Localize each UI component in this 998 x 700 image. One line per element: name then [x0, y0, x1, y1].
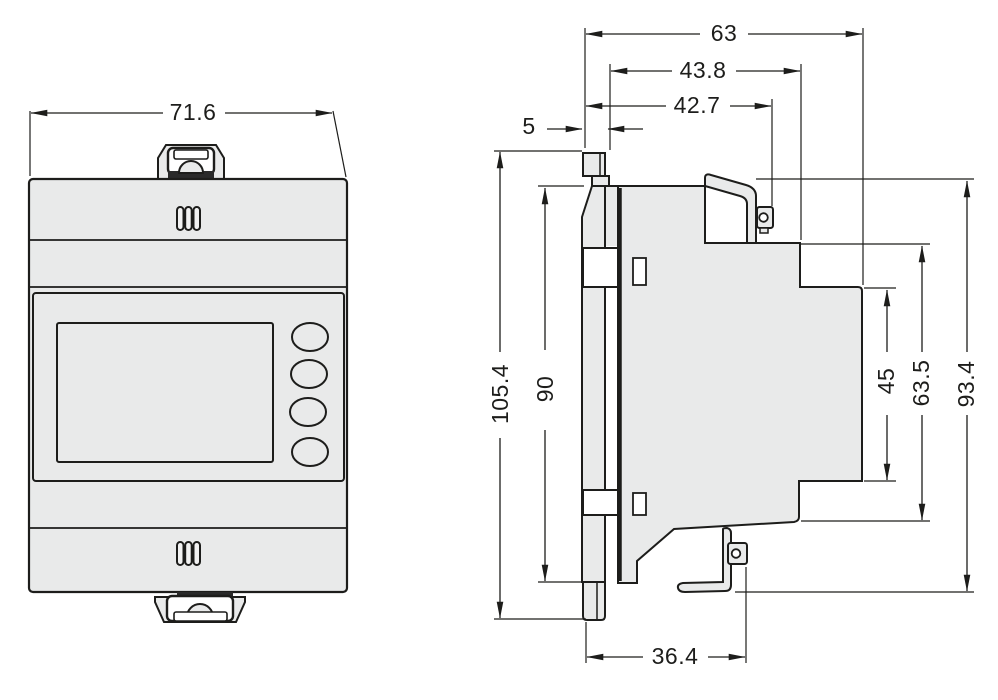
- dim-label-base-depth: 36.4: [651, 643, 699, 669]
- flange-notch-lower: [582, 489, 621, 516]
- round-button: [291, 322, 329, 352]
- vent-slot-top: [632, 257, 647, 286]
- din-clip-icon-bottom: [154, 592, 246, 623]
- din-clip-icon-top: [157, 144, 225, 180]
- round-button: [290, 359, 328, 389]
- seal-slot-icon-top: [176, 206, 201, 231]
- front-view: [27, 144, 349, 623]
- dim-label-overall-height: 93.4: [953, 360, 979, 408]
- vent-slot-bottom: [632, 492, 647, 516]
- dim-label-overall-depth: 63: [710, 20, 738, 46]
- display-screen: [56, 322, 274, 463]
- dim-label-depth-front: 42.7: [673, 92, 721, 118]
- dim-label-depth-rear: 43.8: [679, 57, 727, 83]
- dim-flange-height-lines: [494, 150, 586, 620]
- seal-screw-icon-bottom: [727, 542, 748, 565]
- terminal-cover-hook-top: [704, 173, 757, 244]
- dim-overall-depth-lines: [584, 28, 864, 285]
- terminal-cover-hook-bottom: [676, 526, 732, 594]
- dim-label-mid-section-height: 63.5: [908, 359, 934, 407]
- side-view: [581, 152, 863, 621]
- din-tab-top: [582, 152, 606, 177]
- dimension-lines: [29, 28, 974, 663]
- dim-overall-height-lines: [735, 178, 974, 593]
- flange-notch-upper: [582, 247, 621, 288]
- dim-depth-rear-lines: [609, 64, 802, 240]
- dim-mid-section-height-lines: [801, 243, 930, 522]
- dim-label-front-width: 71.6: [169, 99, 217, 125]
- dim-label-body-height: 90: [532, 375, 558, 403]
- dim-label-flange-thickness: 5: [522, 113, 536, 139]
- dim-depth-front-lines: [585, 99, 773, 206]
- rear-flange: [581, 152, 621, 621]
- dim-front-bulge-height-lines: [864, 287, 896, 482]
- din-tab-bottom: [582, 581, 606, 621]
- seal-slot-icon-bottom: [176, 541, 201, 566]
- function-buttons: [289, 322, 329, 467]
- dim-body-height-lines: [538, 185, 584, 583]
- dim-front-width-lines: [29, 109, 347, 178]
- dim-base-depth-lines: [585, 567, 747, 663]
- round-button: [289, 397, 327, 427]
- round-button: [291, 437, 329, 467]
- side-body: [617, 185, 863, 584]
- dim-label-flange-height: 105.4: [487, 363, 513, 425]
- dim-label-front-bulge-height: 45: [873, 367, 899, 395]
- seal-screw-icon-top: [756, 206, 774, 234]
